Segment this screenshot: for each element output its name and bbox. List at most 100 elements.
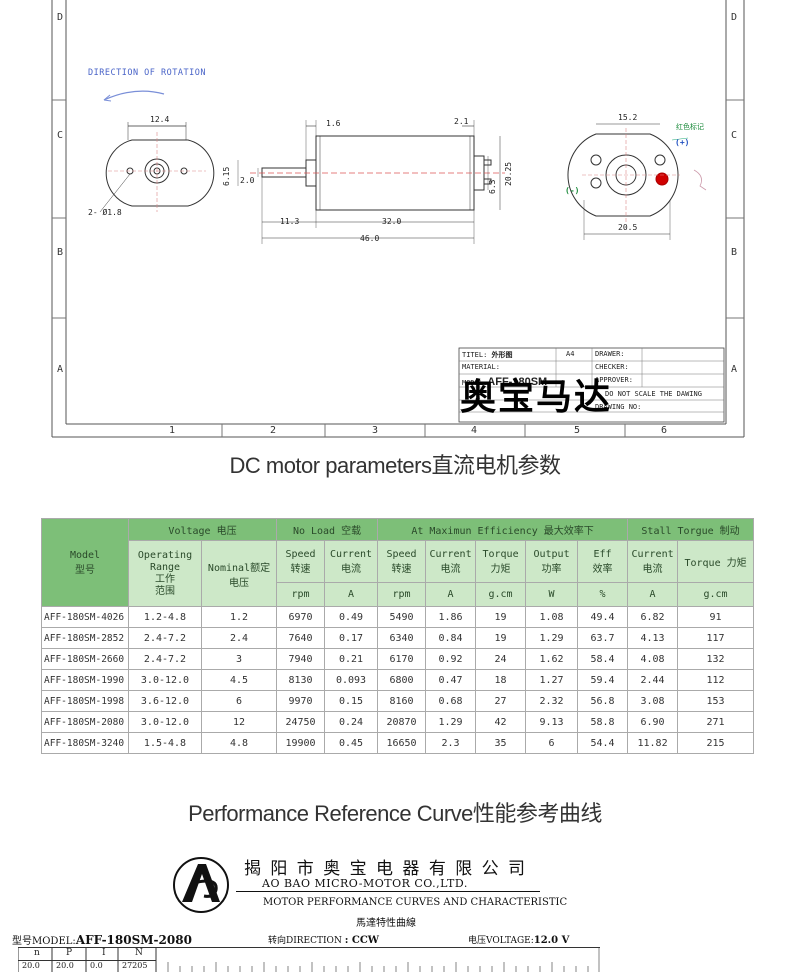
value-cell: 2.4-7.2 <box>128 627 202 649</box>
value-cell: 0.84 <box>425 627 477 649</box>
value-cell: 1.29 <box>425 711 477 733</box>
value-cell: 58.8 <box>577 711 629 733</box>
doc-title-en: MOTOR PERFORMANCE CURVES AND CHARACTERIS… <box>263 897 568 908</box>
value-cell: 0.68 <box>425 690 477 712</box>
value-cell: 1.5-4.8 <box>128 732 202 754</box>
value-cell: 4.8 <box>200 732 278 754</box>
technical-drawing: D C B A D C B A 1 2 3 4 5 6 DIRECTION OF… <box>0 0 790 445</box>
value-cell: 0.47 <box>425 669 477 691</box>
value-cell: 117 <box>677 627 755 649</box>
value-cell: 6340 <box>377 627 427 649</box>
value-cell: 4.5 <box>200 669 278 691</box>
value-cell: 2.3 <box>425 732 477 754</box>
header-me-torque: Torque 力矩 <box>475 540 527 583</box>
value-cell: 6170 <box>377 648 427 670</box>
value-cell: 20870 <box>377 711 427 733</box>
dim-label: 46.0 <box>360 234 380 243</box>
dim-label: 2.1 <box>454 117 469 126</box>
plus-terminal-label: (+) <box>675 138 690 147</box>
zone-col-label: 5 <box>574 425 581 436</box>
header-nominal: Nominal额定 电压 <box>200 540 278 607</box>
value-cell: 153 <box>677 690 755 712</box>
value-cell: 18 <box>475 669 527 691</box>
value-cell: 27 <box>475 690 527 712</box>
value-cell: 54.4 <box>577 732 629 754</box>
value-cell: 11.82 <box>627 732 679 754</box>
value-cell: 1.2-4.8 <box>128 606 202 628</box>
header-model: Model 型号 <box>41 518 129 607</box>
value-cell: 12 <box>200 711 278 733</box>
value-cell: 24750 <box>276 711 326 733</box>
model-cell: AFF-180SM-1990 <box>41 669 129 691</box>
zone-row-label: A <box>731 364 738 375</box>
unit-cell: A <box>324 582 379 607</box>
value-cell: 7640 <box>276 627 326 649</box>
dim-label: 6.3 <box>488 179 497 194</box>
value-cell: 9.13 <box>525 711 579 733</box>
rear-view <box>567 123 707 240</box>
value-cell: 271 <box>677 711 755 733</box>
zone-col-label: 6 <box>661 425 668 436</box>
unit-cell: rpm <box>377 582 427 607</box>
value-cell: 56.8 <box>577 690 629 712</box>
header-no-load: No Load 空载 <box>276 518 379 541</box>
value-cell: 1.29 <box>525 627 579 649</box>
value-cell: 0.45 <box>324 732 379 754</box>
title-block <box>458 347 725 423</box>
unit-cell: g.cm <box>475 582 527 607</box>
value-cell: 6 <box>525 732 579 754</box>
zone-row-label: C <box>57 130 64 141</box>
unit-cell: A <box>627 582 679 607</box>
dim-label: 6.15 <box>222 166 231 186</box>
header-me-current: Current 电流 <box>425 540 477 583</box>
zone-row-label: D <box>731 12 738 23</box>
doc-title-cn: 馬達特性曲線 <box>356 918 416 929</box>
dim-label: 2- Ø1.8 <box>88 208 122 217</box>
unit-cell: g.cm <box>677 582 755 607</box>
model-cell: AFF-180SM-2660 <box>41 648 129 670</box>
value-cell: 8130 <box>276 669 326 691</box>
value-cell: 2.32 <box>525 690 579 712</box>
value-cell: 8160 <box>377 690 427 712</box>
tb-title-label: TITEL: 外形图 <box>462 351 513 359</box>
tb-checker: CHECKER: <box>595 363 629 371</box>
zone-col-label: 1 <box>169 425 176 436</box>
header-me-speed: Speed 转速 <box>377 540 427 583</box>
grid-data-cell: 20.0 <box>22 961 40 970</box>
grid-header-cell: N <box>135 948 143 958</box>
tb-drawer: DRAWER: <box>595 350 625 358</box>
value-cell: 59.4 <box>577 669 629 691</box>
tb-model: MODEL:AFF-180SM <box>462 376 548 388</box>
header-me-output: Output 功率 <box>525 540 579 583</box>
units-row: rpm A rpm A g.cm W % A g.cm <box>42 582 755 607</box>
value-cell: 42 <box>475 711 527 733</box>
dim-label: 1.6 <box>326 119 341 128</box>
grid-ticks <box>18 948 600 972</box>
unit-cell: % <box>577 582 629 607</box>
red-mark-label: 红色标记 <box>676 123 704 131</box>
value-cell: 132 <box>677 648 755 670</box>
section-title-performance: Performance Reference Curve性能参考曲线 <box>188 801 602 826</box>
value-cell: 24 <box>475 648 527 670</box>
header-operating-range: Operating Range 工作 范围 <box>128 540 202 607</box>
value-cell: 4.13 <box>627 627 679 649</box>
drawing-frame <box>51 0 745 438</box>
dim-label: 15.2 <box>618 113 638 122</box>
value-cell: 35 <box>475 732 527 754</box>
header-stall: Stall Torgue 制动 <box>627 518 755 541</box>
tb-scale-note: DO NOT SCALE THE DAWING <box>605 390 702 398</box>
header-nl-current: Current 电流 <box>324 540 379 583</box>
value-cell: 1.62 <box>525 648 579 670</box>
side-view <box>237 120 505 244</box>
grid-header-cell: P <box>66 948 73 958</box>
value-cell: 1.86 <box>425 606 477 628</box>
value-cell: 19900 <box>276 732 326 754</box>
zone-col-label: 3 <box>372 425 379 436</box>
value-cell: 0.15 <box>324 690 379 712</box>
value-cell: 6970 <box>276 606 326 628</box>
front-view <box>99 122 215 213</box>
